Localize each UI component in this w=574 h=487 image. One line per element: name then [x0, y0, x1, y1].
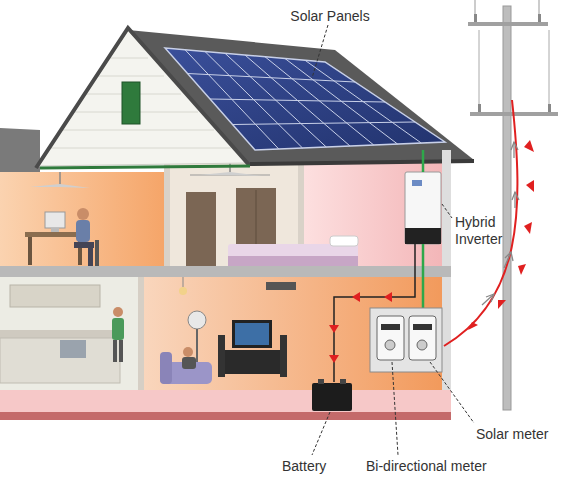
- callout-label: Hybrid Inverter: [455, 214, 517, 248]
- side-roof: [0, 128, 40, 172]
- roof: [128, 30, 474, 163]
- wall: [138, 277, 144, 390]
- floor-slab: [0, 266, 451, 277]
- callout-label: Battery: [282, 458, 326, 475]
- kitchen-furniture: [0, 285, 124, 383]
- living-room: [142, 277, 442, 390]
- callout-label: Solar Panels: [290, 8, 369, 25]
- wall: [164, 160, 170, 266]
- office-room: [0, 172, 168, 266]
- person-at-desk: [25, 208, 99, 266]
- utility-pole: [468, 0, 558, 410]
- dc-wire: [422, 150, 425, 172]
- hybrid-inverter: [405, 172, 441, 244]
- meter-panel: [370, 308, 442, 372]
- service-wire: [444, 100, 517, 346]
- living-room-furniture: [160, 277, 296, 384]
- solar-panel-array: [165, 48, 445, 150]
- ac-wire: [422, 244, 425, 308]
- callout-label: Bi-directional meter: [366, 458, 487, 475]
- outer-wall: [442, 150, 451, 412]
- ground-floor: [0, 390, 451, 412]
- eave: [250, 161, 474, 164]
- gable-vent: [122, 82, 140, 124]
- ceiling-fan: [30, 172, 90, 188]
- battery: [312, 379, 352, 411]
- leader-lines: [312, 25, 474, 455]
- callout-label: Solar meter: [476, 426, 548, 443]
- eave-trim: [40, 166, 250, 168]
- foundation: [0, 412, 451, 420]
- bedroom-furniture: [186, 160, 358, 266]
- kitchen: [0, 277, 142, 390]
